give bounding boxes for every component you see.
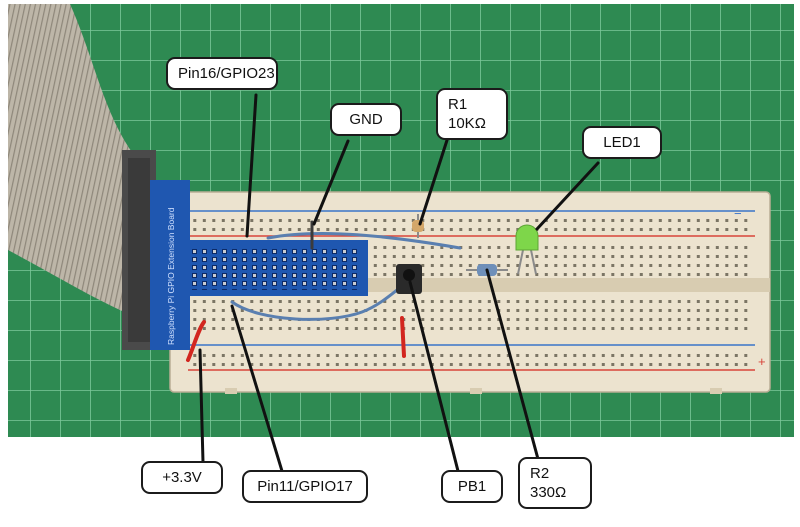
callout-gpio17-label: Pin11/GPIO17 — [242, 470, 368, 503]
rail-plus-mark: + — [758, 354, 766, 369]
callout-pb1-label: PB1 — [441, 470, 503, 503]
callout-leaders — [198, 93, 600, 473]
led-green — [515, 224, 539, 275]
r2-name: R2 — [530, 465, 550, 482]
gpio-board-text: Raspberry Pi GPIO Extension Board — [166, 207, 176, 345]
r1-value: 10KΩ — [448, 115, 486, 132]
gpio-extension-board: Raspberry Pi GPIO Extension Board — [150, 180, 368, 350]
callout-gpio23-label: Pin16/GPIO23 — [166, 57, 278, 90]
ribbon-cable — [8, 4, 156, 350]
callout-3v3-label: +3.3V — [141, 461, 223, 494]
callout-r2: R2 330Ω — [518, 457, 592, 509]
callout-led1-label: LED1 — [582, 126, 662, 159]
r1-name: R1 — [448, 96, 468, 113]
callout-r1: R1 10KΩ — [436, 88, 508, 140]
push-button-pb1 — [396, 264, 422, 294]
r2-value: 330Ω — [530, 484, 567, 501]
rail-minus-mark: − — [734, 206, 742, 221]
wires — [186, 220, 462, 362]
callout-gnd-label: GND — [330, 103, 402, 136]
